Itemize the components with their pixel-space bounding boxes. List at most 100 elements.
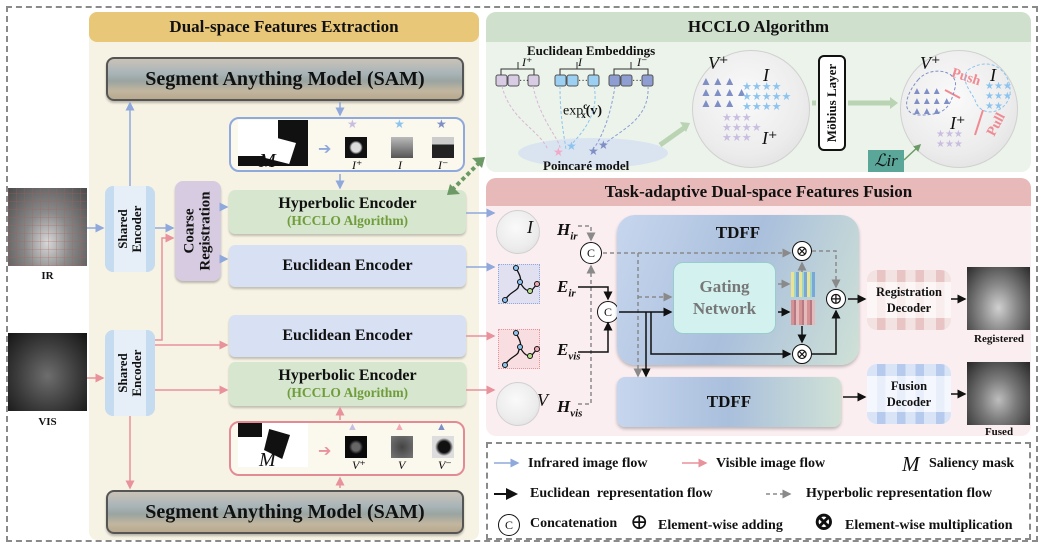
figure-border xyxy=(6,6,1038,542)
legend-visible-label: Visible image flow xyxy=(716,456,826,471)
euclidean-gate-weights xyxy=(791,300,815,325)
legend-hyperbolic-label: Hyperbolic representation flow xyxy=(806,486,993,501)
ir-anchor-thumb xyxy=(391,137,413,158)
cluster-label-i: I xyxy=(990,65,996,85)
hyperbolic-sphere-before xyxy=(692,50,810,168)
vis-mask-image xyxy=(238,423,308,467)
ir-mask-image xyxy=(238,120,308,166)
svg-text:···: ··· xyxy=(519,76,529,87)
svg-text:★: ★ xyxy=(566,139,577,153)
sphere-ir-label: I xyxy=(527,217,533,237)
ir-sample-label: I xyxy=(398,158,402,172)
legend-box xyxy=(486,442,1031,540)
registered-label: Registered xyxy=(974,333,1024,345)
svg-text:★: ★ xyxy=(598,138,609,152)
embedding-group-label: I xyxy=(578,55,582,69)
triangle-cluster-icon: ▲▲▲▲▲▲▲▲▲▲ xyxy=(912,86,952,117)
extraction-title: Dual-space Features Extraction xyxy=(89,12,479,42)
embedding-group-label: I⁻ xyxy=(637,55,648,69)
svg-text:★: ★ xyxy=(588,144,599,158)
hyperbolic-encoder-vis: Hyperbolic Encoder (HCCLO Algorithm) xyxy=(229,362,466,406)
euclidean-encoder-ir: Euclidean Encoder xyxy=(229,245,466,287)
vis-hyperbolic-sphere xyxy=(496,382,540,426)
ir-negative-thumb xyxy=(432,137,454,158)
legend-euclidean-label: Euclidean representation flow xyxy=(530,486,713,501)
euclidean-flow-lines xyxy=(578,286,967,402)
fused-label: Fused xyxy=(984,426,1014,438)
loss-arrow xyxy=(903,143,922,161)
euclidean-embeddings-label: Euclidean Embeddings xyxy=(527,43,656,58)
exp-map-formula: expcx(v) xyxy=(563,101,603,121)
cluster-label-i-plus: I⁺ xyxy=(762,128,778,148)
hyperbolic-flow-lines xyxy=(578,225,841,405)
vis-input-image xyxy=(8,333,87,411)
hcclo-title: HCCLO Algorithm xyxy=(486,12,1031,42)
gating-network: Gating Network xyxy=(673,262,776,334)
star-icon: ★ xyxy=(436,117,447,131)
ir-mask-symbol: M xyxy=(259,150,276,172)
star-cluster-icon: ★★★★★★★★★★★★★ xyxy=(742,81,792,113)
shared-encoder-ir: Shared Encoder xyxy=(105,186,155,272)
push-arrow xyxy=(944,89,961,99)
registered-output-image xyxy=(967,267,1030,330)
sam-bottom-block: Segment Anything Model (SAM) xyxy=(106,490,464,534)
fusion-title: Task-adaptive Dual-space Features Fusion xyxy=(486,178,1031,206)
cluster-label-i: I xyxy=(763,65,769,85)
star-cluster-icon: ★★★★★★★★ xyxy=(985,81,1012,112)
legend-add-label: Element-wise adding xyxy=(658,518,783,533)
multiply-op-bottom: ⊗ xyxy=(792,344,812,364)
pull-arrow xyxy=(974,109,984,136)
hcclo-flow-arrows xyxy=(658,100,892,148)
triangle-cluster-icon: ▲▲▲▲▲▲▲▲▲▲ xyxy=(700,74,748,110)
star-cluster-icon: ★★★★★★ xyxy=(936,129,963,150)
vis-sample-label: V⁻ xyxy=(438,458,452,472)
embedding-vectors: ········· ★★★★ xyxy=(495,62,654,159)
h-vis-label: Hvis xyxy=(557,397,583,420)
legend-saliency-label: Saliency mask xyxy=(929,456,1015,471)
ir-sample-label: I⁻ xyxy=(438,158,449,172)
legend-concat-label: Concatenation xyxy=(530,516,618,531)
coarse-registration-block: Coarse Registration xyxy=(175,181,221,281)
triangle-icon: ▲ xyxy=(347,421,358,433)
vis-input-label: VIS xyxy=(38,416,57,428)
star-icon: ★ xyxy=(394,117,405,131)
infrared-flow-lines xyxy=(87,101,496,272)
ir-input-image xyxy=(8,188,87,266)
vis-mask-symbol: M xyxy=(259,449,276,471)
mobius-layer-block: Möbius Layer xyxy=(818,55,846,151)
shared-encoder-vis: Shared Encoder xyxy=(105,330,155,416)
link-hcclo-arrow xyxy=(450,160,482,192)
cluster-label-i-plus: I⁺ xyxy=(950,113,966,133)
vis-negative-thumb xyxy=(432,436,454,458)
visible-flow-lines xyxy=(87,233,496,490)
vis-sample-label: V⁺ xyxy=(352,458,366,472)
poincare-disk xyxy=(518,138,668,168)
vis-anchor-thumb xyxy=(391,436,413,458)
loss-ir-badge: ℒir xyxy=(868,150,904,172)
poincare-model-label: Poincaré model xyxy=(543,158,630,173)
svg-text:★: ★ xyxy=(553,145,564,159)
multiply-op-top: ⊗ xyxy=(792,241,812,261)
ir-input-label: IR xyxy=(41,270,54,282)
hyperbolic-gate-weights xyxy=(791,272,815,297)
tdff-title: TDFF xyxy=(715,223,761,242)
cluster-label-v-plus: V⁺ xyxy=(920,53,941,73)
triangle-icon: ▲ xyxy=(436,421,447,433)
ir-positive-thumb xyxy=(345,137,367,158)
cluster-label-v-plus: V⁺ xyxy=(708,53,729,73)
vis-sample-label: V xyxy=(398,458,406,472)
h-ir-label: Hir xyxy=(557,220,578,243)
mask-arrow-icon: ➔ xyxy=(318,443,332,460)
svg-text:···: ··· xyxy=(578,76,588,87)
legend-add-icon: ⊕ xyxy=(630,509,649,534)
e-ir-label: Eir xyxy=(557,277,576,300)
sam-top-block: Segment Anything Model (SAM) xyxy=(106,57,464,101)
legend-multiply-label: Element-wise multiplication xyxy=(845,518,1013,533)
legend-multiply-icon: ⊗ xyxy=(813,507,835,536)
legend-mask-symbol: M xyxy=(902,452,920,476)
hyperbolic-encoder-ir: Hyperbolic Encoder (HCCLO Algorithm) xyxy=(229,190,466,234)
fused-output-image xyxy=(967,362,1030,425)
